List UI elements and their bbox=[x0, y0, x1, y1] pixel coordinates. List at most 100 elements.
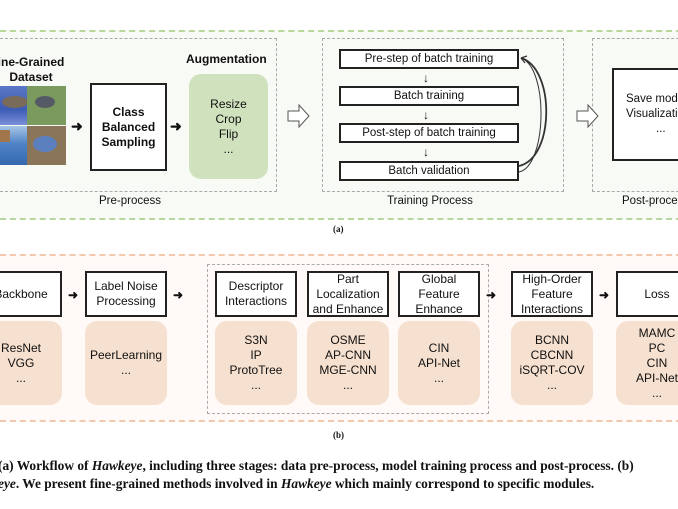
training-step-box: Pre-step of batch training bbox=[339, 49, 519, 69]
arrow-icon: ➜ bbox=[71, 118, 83, 134]
method-item: ... bbox=[651, 385, 662, 400]
method-item: OSME bbox=[330, 333, 366, 347]
module-title-line: Part bbox=[336, 271, 359, 286]
method-item: ... bbox=[433, 370, 444, 385]
method-item: ... bbox=[120, 363, 131, 377]
method-item: iSQRT-COV bbox=[519, 363, 585, 377]
arrow-icon: ➜ bbox=[599, 288, 610, 302]
training-step-box: Post-step of batch training bbox=[339, 123, 519, 143]
caption-emphasis: Hawkeye bbox=[280, 476, 332, 491]
method-item: API-Net bbox=[417, 355, 460, 370]
method-item: VGG bbox=[7, 355, 35, 370]
sampling-line: Class bbox=[112, 104, 145, 119]
hollow-arrow-icon bbox=[287, 104, 310, 128]
caption-text: (a) Workflow of bbox=[0, 458, 92, 473]
preprocess-group bbox=[0, 38, 277, 192]
module-title-line: Enhance bbox=[415, 301, 463, 316]
module-title-line: High-Order bbox=[522, 271, 582, 286]
caption-emphasis: eye bbox=[0, 476, 16, 491]
module-title-line: Processing bbox=[96, 294, 156, 308]
module-title-line: Feature bbox=[418, 286, 460, 301]
postprocess-item: ... bbox=[656, 123, 666, 135]
arrow-icon: ➜ bbox=[170, 118, 182, 134]
feature-enhance-group bbox=[207, 264, 489, 414]
loop-back-arrow-icon bbox=[518, 55, 548, 173]
dataset-title: ine-Grained Dataset bbox=[0, 55, 66, 85]
preprocess-label: Pre-process bbox=[99, 195, 161, 207]
method-item: ... bbox=[15, 370, 26, 385]
arrow-down-icon: ↓ bbox=[423, 71, 429, 85]
method-item: CIN bbox=[428, 340, 450, 355]
method-item: ... bbox=[546, 378, 557, 392]
arrow-down-icon: ↓ bbox=[423, 108, 429, 122]
method-item: ResNet bbox=[0, 340, 41, 355]
subfigure-label-b: (b) bbox=[333, 430, 344, 440]
training-step-box: Batch validation bbox=[339, 161, 519, 181]
dataset-title-line1: ine-Grained bbox=[0, 55, 65, 69]
method-item: PC bbox=[648, 340, 666, 355]
augmentation-item: ... bbox=[223, 141, 234, 156]
postprocess-item: Save mode bbox=[626, 93, 678, 105]
hollow-arrow-icon bbox=[576, 104, 599, 128]
training-label: Training Process bbox=[387, 195, 473, 207]
method-item: ... bbox=[250, 378, 261, 392]
caption-text: which mainly correspond to specific modu… bbox=[331, 476, 595, 491]
augmentation-item: Resize bbox=[210, 96, 247, 111]
method-item: IP bbox=[250, 348, 262, 362]
method-item: AP-CNN bbox=[324, 348, 371, 362]
arrow-icon: ➜ bbox=[486, 288, 497, 302]
caption-text: . We present fine-grained methods involv… bbox=[15, 476, 281, 491]
bird-image-4 bbox=[27, 126, 66, 165]
subfigure-label-a: (a) bbox=[333, 224, 344, 234]
module-title-line: Localization bbox=[316, 286, 380, 301]
postprocess-label: Post-proces bbox=[622, 195, 678, 207]
training-group bbox=[322, 38, 564, 192]
arrow-down-icon: ↓ bbox=[423, 145, 429, 159]
caption-text: , including three stages: data pre-proce… bbox=[142, 458, 634, 473]
module-title-line: Global bbox=[421, 271, 457, 286]
module-title-line: Interactions bbox=[520, 301, 584, 316]
augmentation-item: Crop bbox=[215, 111, 242, 126]
sampling-line: Balanced bbox=[101, 119, 156, 134]
method-item: CIN bbox=[646, 355, 668, 370]
caption-line-1: (a) Workflow of Hawkeye, including three… bbox=[0, 458, 634, 474]
module-title-box: Loss bbox=[616, 271, 678, 317]
method-item: BCNN bbox=[534, 333, 569, 347]
arrow-icon: ➜ bbox=[173, 288, 184, 302]
method-item: S3N bbox=[244, 333, 268, 347]
postprocess-box: Save mode Visualizatio ... bbox=[612, 68, 678, 161]
class-balanced-sampling-box: Class Balanced Sampling bbox=[90, 83, 167, 171]
dataset-title-line2: Dataset bbox=[9, 70, 53, 84]
module-title-line: Interactions bbox=[224, 294, 288, 308]
method-item: MGE-CNN bbox=[319, 363, 377, 377]
augmentation-title: Augmentation bbox=[186, 52, 267, 66]
module-title-line: Label Noise bbox=[94, 279, 158, 293]
module-title-line: Backbone bbox=[0, 286, 48, 301]
method-item: MAMC bbox=[638, 325, 676, 340]
method-item: PeerLearning bbox=[89, 348, 163, 362]
training-step-box: Batch training bbox=[339, 86, 519, 106]
augmentation-box: Resize Crop Flip ... bbox=[189, 74, 268, 179]
postprocess-item: Visualizatio bbox=[626, 108, 678, 120]
method-item: API-Net bbox=[635, 370, 678, 385]
augmentation-item: Flip bbox=[218, 126, 239, 141]
module-methods-box: PeerLearning... bbox=[85, 321, 167, 405]
caption-emphasis: Hawkeye bbox=[91, 458, 143, 473]
module-title-line: and Enhance bbox=[312, 301, 384, 316]
module-title-line: Loss bbox=[644, 286, 670, 301]
caption-line-2: eye. We present fine-grained methods inv… bbox=[0, 476, 594, 492]
arrow-icon: ➜ bbox=[68, 288, 79, 302]
sampling-line: Sampling bbox=[101, 134, 156, 149]
bird-image-2 bbox=[27, 86, 66, 125]
method-item: CBCNN bbox=[530, 348, 574, 362]
